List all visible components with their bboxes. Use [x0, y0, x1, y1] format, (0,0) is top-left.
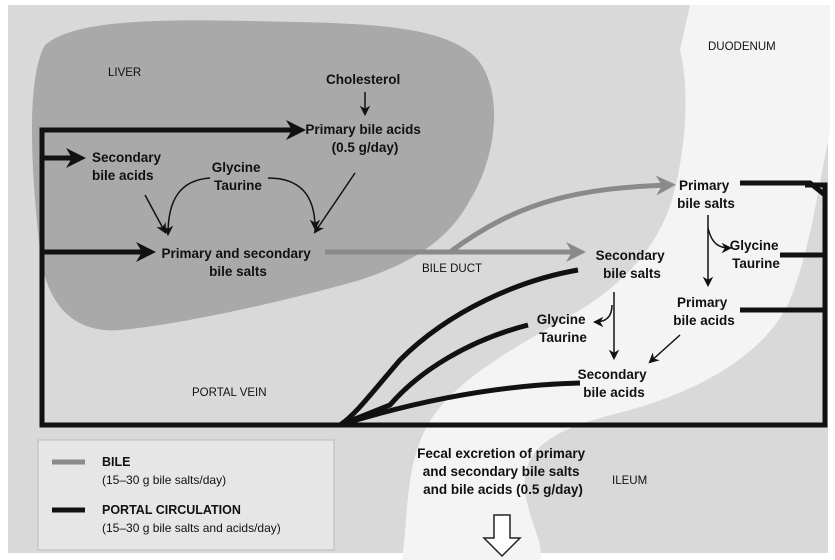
legend-bile-label: BILE	[102, 455, 130, 469]
legend-bile-detail: (15–30 g bile salts/day)	[102, 473, 226, 487]
legend-portal-label: PORTAL CIRCULATION	[102, 503, 241, 517]
label-ileum: ILEUM	[612, 475, 647, 487]
label-cholesterol: Cholesterol	[326, 72, 400, 87]
label-bile-duct: BILE DUCT	[422, 263, 482, 275]
label-liver: LIVER	[108, 67, 141, 79]
label-duodenum: DUODENUM	[708, 41, 776, 53]
label-fecal-excretion: Fecal excretion of primary and secondary…	[417, 446, 589, 497]
legend: BILE (15–30 g bile salts/day) PORTAL CIR…	[38, 440, 334, 550]
legend-portal-detail: (15–30 g bile salts and acids/day)	[102, 521, 281, 535]
label-portal-vein: PORTAL VEIN	[192, 387, 267, 399]
